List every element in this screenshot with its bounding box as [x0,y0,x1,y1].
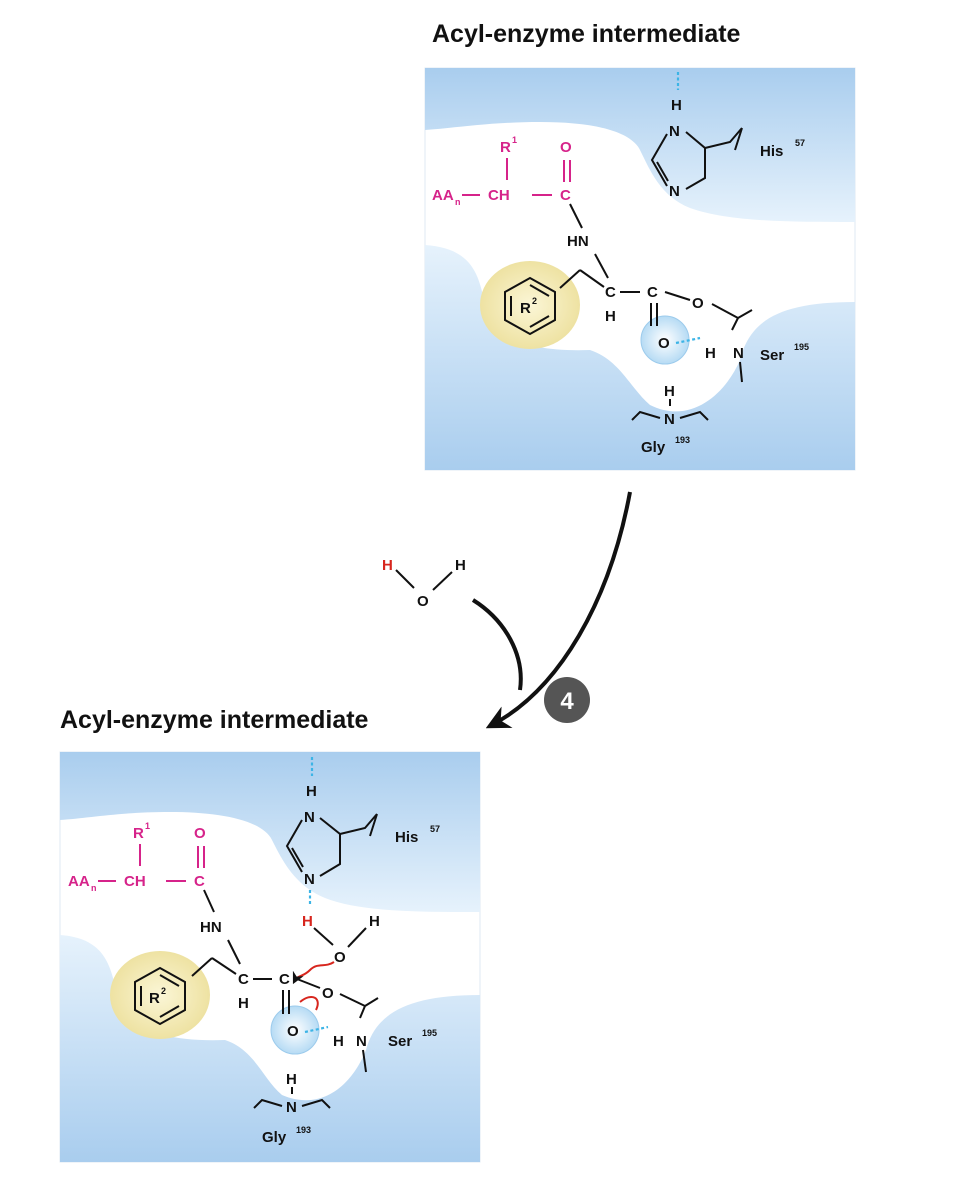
s1-pocket [480,261,580,349]
substrate-backbone: HN C H C O O [559,203,704,352]
ser-n-label: N [356,1033,367,1050]
ser-n-label: N [733,345,744,362]
his-label: His [760,143,783,160]
benzene-ring: R 2 [134,966,186,1026]
gly-number: 193 [675,435,690,445]
ser-label: Ser [388,1033,412,1050]
s1-pocket [110,951,210,1039]
reaction-arrow [485,491,632,729]
enzyme-surface-lower [60,935,480,1162]
hn-label: HN [567,233,589,250]
his-n1-label: N [669,123,680,140]
step-badge: 4 [544,677,590,723]
water-o-label: O [334,949,346,966]
bottom-panel: H N N His 57 H O H R 1 AA n [59,751,481,1163]
gly193: H N Gly 193 [253,1071,331,1146]
r2-superscript: 2 [532,296,537,306]
ser-h-label: H [705,345,716,362]
ester-o-label: O [692,295,704,312]
ser195: H N Ser 195 [705,303,809,383]
r2-superscript: 2 [161,986,166,996]
aa-label: AA [432,187,454,204]
his-h-label: H [671,97,682,114]
top-panel-title: Acyl-enzyme intermediate [432,20,741,48]
aa-label: AA [68,873,90,890]
top-panel: H N N His 57 R 1 AA n CH C O [424,67,856,471]
r1-superscript: 1 [145,821,150,831]
enzyme-surface-upper [425,68,855,222]
his-number: 57 [795,138,805,148]
ser-number: 195 [794,342,809,352]
ser195: H N Ser 195 [333,993,437,1073]
oxyanion-o-label: O [287,1023,299,1040]
hn-label: HN [200,919,222,936]
gly-label: Gly [262,1129,287,1146]
gly193: H N Gly 193 [631,383,709,456]
gly-h-label: H [286,1071,297,1088]
his57-imidazole: H N N His 57 [650,72,805,200]
benzene-ring: R 2 [504,276,556,336]
alpha-h-label: H [605,308,616,325]
aa-subscript: n [455,197,461,207]
carbonyl-c-label: C [560,187,571,204]
gly-label: Gly [641,439,666,456]
ester-c-label: C [279,971,290,988]
ser-h-label: H [333,1033,344,1050]
ch-label: CH [488,187,510,204]
enzyme-surface-lower [425,245,855,470]
ester-c-label: C [647,284,658,301]
ser-label: Ser [760,347,784,364]
his-n1-label: N [304,809,315,826]
carbonyl-o-label: O [194,825,206,842]
water-o-label: O [417,593,429,610]
ser-number: 195 [422,1028,437,1038]
transferred-h-label: H [302,913,313,930]
water-molecule: H O H [382,557,466,610]
alpha-h-label: H [238,995,249,1012]
oxyanion-o-label: O [658,335,670,352]
carbonyl-o-label: O [560,139,572,156]
ester-o-label: O [322,985,334,1002]
r1-superscript: 1 [512,135,517,145]
his-number: 57 [430,824,440,834]
his-label: His [395,829,418,846]
r1-label: R [500,139,511,156]
oxyanion-hole [270,1005,320,1055]
bottom-panel-title: Acyl-enzyme intermediate [60,706,369,734]
r2-label: R [149,990,160,1007]
substrate-acyl: R 1 AA n CH C O [432,135,572,207]
carbonyl-c-label: C [194,873,205,890]
carbonyl-arrow [299,995,319,1011]
alpha-c-label: C [238,971,249,988]
alpha-c-label: C [605,284,616,301]
water-entry-arrow [471,598,523,691]
water-h-left: H [382,557,393,574]
substrate-acyl: R 1 AA n CH C O [68,821,206,893]
water-h-right: H [455,557,466,574]
his57-imidazole: H N N His 57 H [285,757,440,930]
aa-subscript: n [91,883,97,893]
ch-label: CH [124,873,146,890]
water-h-label: H [369,913,380,930]
his-h-label: H [306,783,317,800]
r1-label: R [133,825,144,842]
enzyme-surface-upper [60,752,480,912]
r2-label: R [520,300,531,317]
attacking-water: O H [292,913,380,1011]
gly-number: 193 [296,1125,311,1135]
substrate-backbone: HN C H C O O [191,889,334,1040]
gly-n-label: N [286,1099,297,1116]
nucleophilic-attack-arrow [292,961,335,985]
his-n3-label: N [304,871,315,888]
step-badge-circle [544,677,590,723]
gly-n-label: N [664,411,675,428]
his-n3-label: N [669,183,680,200]
gly-h-label: H [664,383,675,400]
step-number: 4 [560,688,574,715]
